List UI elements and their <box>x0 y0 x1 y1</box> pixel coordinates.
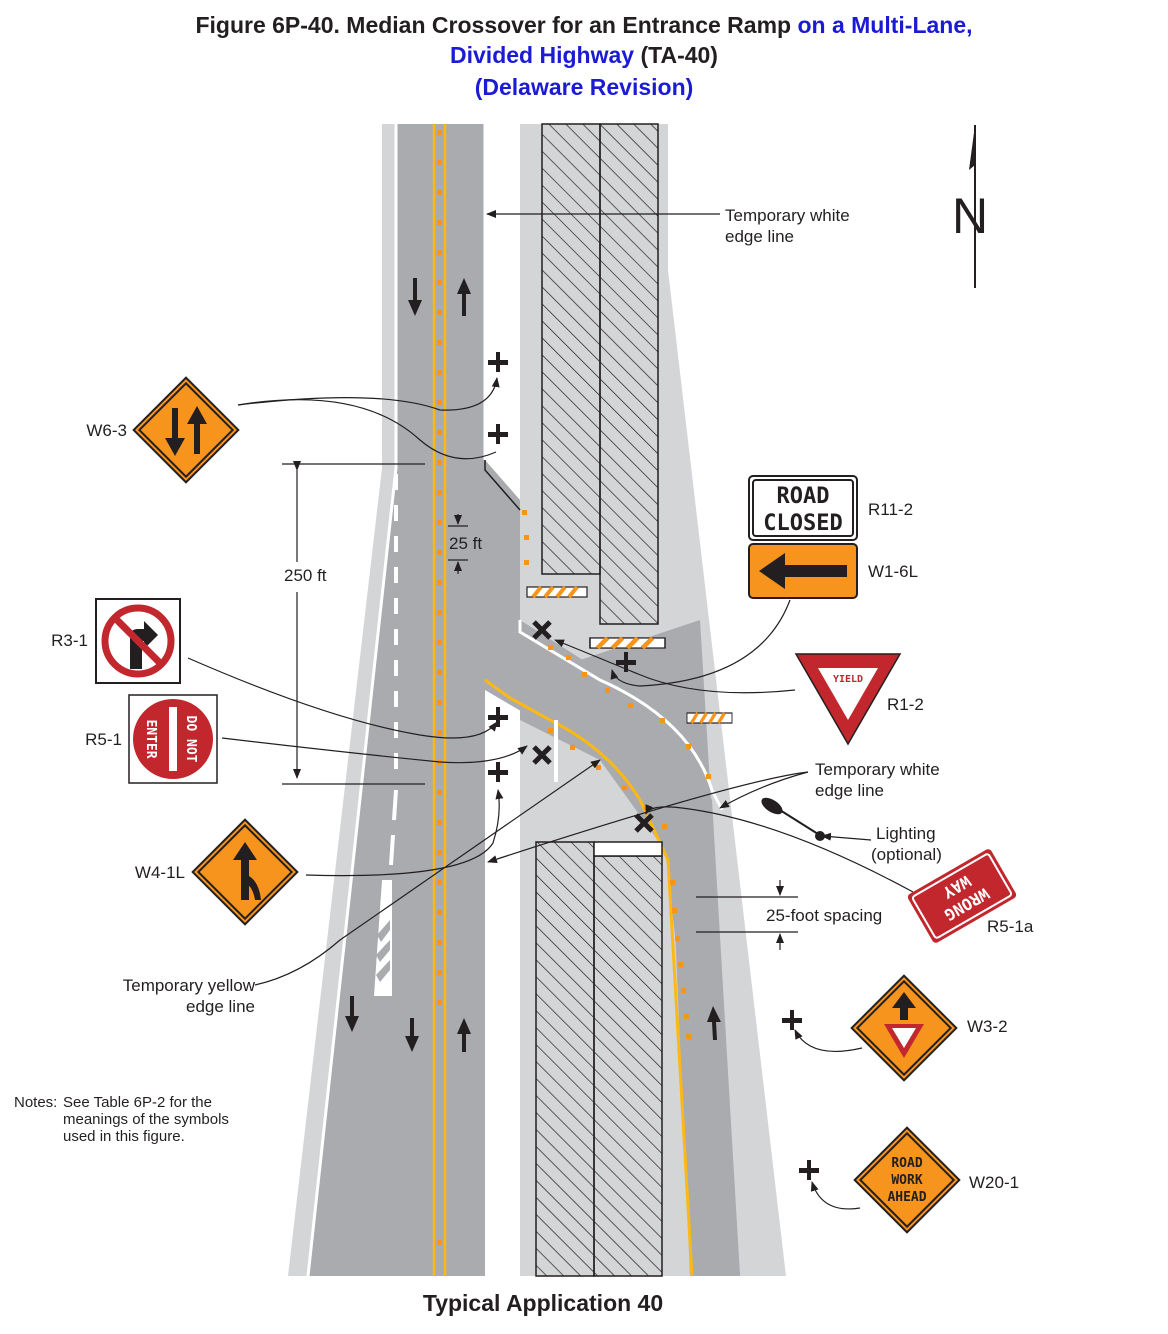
label-temp-white-edge-top-2: edge line <box>725 227 794 246</box>
label-r5-1: R5-1 <box>85 730 122 749</box>
label-lighting-2: (optional) <box>871 845 942 864</box>
left-roadway <box>288 124 485 1277</box>
notes-heading: Notes: <box>14 1094 58 1111</box>
label-w6-3: W6-3 <box>86 421 127 440</box>
label-25ft: 25 ft <box>449 534 482 553</box>
sign-r5-1a: WRONG WAY <box>907 849 1017 943</box>
right-roadway <box>483 123 786 1277</box>
diagram-labels: Temporary white edge line W6-3 R11-2 W1-… <box>51 206 1034 1192</box>
label-lighting-1: Lighting <box>876 824 936 843</box>
yield-text: YIELD <box>833 674 863 685</box>
label-r5-1a: R5-1a <box>987 917 1034 936</box>
sign-w4-1l <box>191 818 299 926</box>
centerline-channelizers <box>437 130 442 1245</box>
temp-white-edge-crossover <box>518 620 724 811</box>
sign-r3-1 <box>95 598 181 684</box>
label-r3-1: R3-1 <box>51 631 88 650</box>
label-temp-white-edge-top-1: Temporary white <box>725 206 850 225</box>
road-work-work: WORK <box>891 1173 922 1188</box>
sign-w6-3 <box>132 376 240 484</box>
figure-title-line-2: Divided Highway (TA-40) <box>450 42 718 68</box>
north-label: N <box>952 188 988 244</box>
label-r1-2: R1-2 <box>887 695 924 714</box>
dimension-25ft <box>448 514 468 574</box>
sign-w1-6l <box>748 543 858 599</box>
road-text: ROAD <box>777 484 830 509</box>
sign-r11-2: ROAD CLOSED <box>748 475 858 541</box>
dimension-25-foot-spacing <box>696 880 798 950</box>
lane-arrows <box>345 278 721 1052</box>
notes-body: See Table 6P-2 for the meanings of the s… <box>63 1094 229 1145</box>
crossover-pavement <box>485 620 740 1276</box>
closed-lane-4 <box>593 855 663 1277</box>
closed-text: CLOSED <box>763 511 842 536</box>
label-temp-white-edge-mid-1: Temporary white <box>815 760 940 779</box>
left-edge-line <box>306 124 398 1277</box>
sign-r5-1: DO NOT ENTER <box>128 694 218 784</box>
label-temp-yellow-edge-2: edge line <box>186 997 255 1016</box>
barricade-1 <box>525 585 589 599</box>
north-arrow: N <box>952 125 988 288</box>
crossover-channelizers <box>522 510 711 1039</box>
label-25-foot-spacing: 25-foot spacing <box>766 906 882 925</box>
closed-lane-1 <box>541 123 601 575</box>
temp-yellow-edge <box>484 678 694 1277</box>
label-w4-1l: W4-1L <box>135 863 185 882</box>
label-w3-2: W3-2 <box>967 1017 1008 1036</box>
enter-text: ENTER <box>143 719 158 758</box>
road-work-road: ROAD <box>891 1156 922 1171</box>
sign-w20-1: ROAD WORK AHEAD <box>853 1126 961 1234</box>
label-temp-white-edge-mid-2: edge line <box>815 781 884 800</box>
closed-lane-3 <box>535 841 595 1277</box>
sign-r1-2: YIELD <box>794 653 902 746</box>
road-work-ahead: AHEAD <box>887 1190 926 1205</box>
do-not-text: DO NOT <box>183 716 198 763</box>
lighting-symbol <box>761 797 825 841</box>
typical-application-title: Typical Application 40 <box>422 1290 664 1316</box>
label-w1-6l: W1-6L <box>868 562 918 581</box>
label-r11-2: R11-2 <box>868 500 913 519</box>
label-250ft: 250 ft <box>284 566 327 585</box>
sign-w3-2 <box>850 974 958 1082</box>
figure-title-line-1: Figure 6P-40. Median Crossover for an En… <box>195 12 973 38</box>
lane-line-dashes <box>389 474 398 866</box>
figure-title-line-3: (Delaware Revision) <box>474 74 694 100</box>
closed-lane-2 <box>599 123 659 625</box>
leader-lines <box>187 210 914 1210</box>
dimension-250ft <box>282 461 425 785</box>
label-temp-yellow-edge-1: Temporary yellow <box>123 976 256 995</box>
label-w20-1: W20-1 <box>969 1173 1019 1192</box>
